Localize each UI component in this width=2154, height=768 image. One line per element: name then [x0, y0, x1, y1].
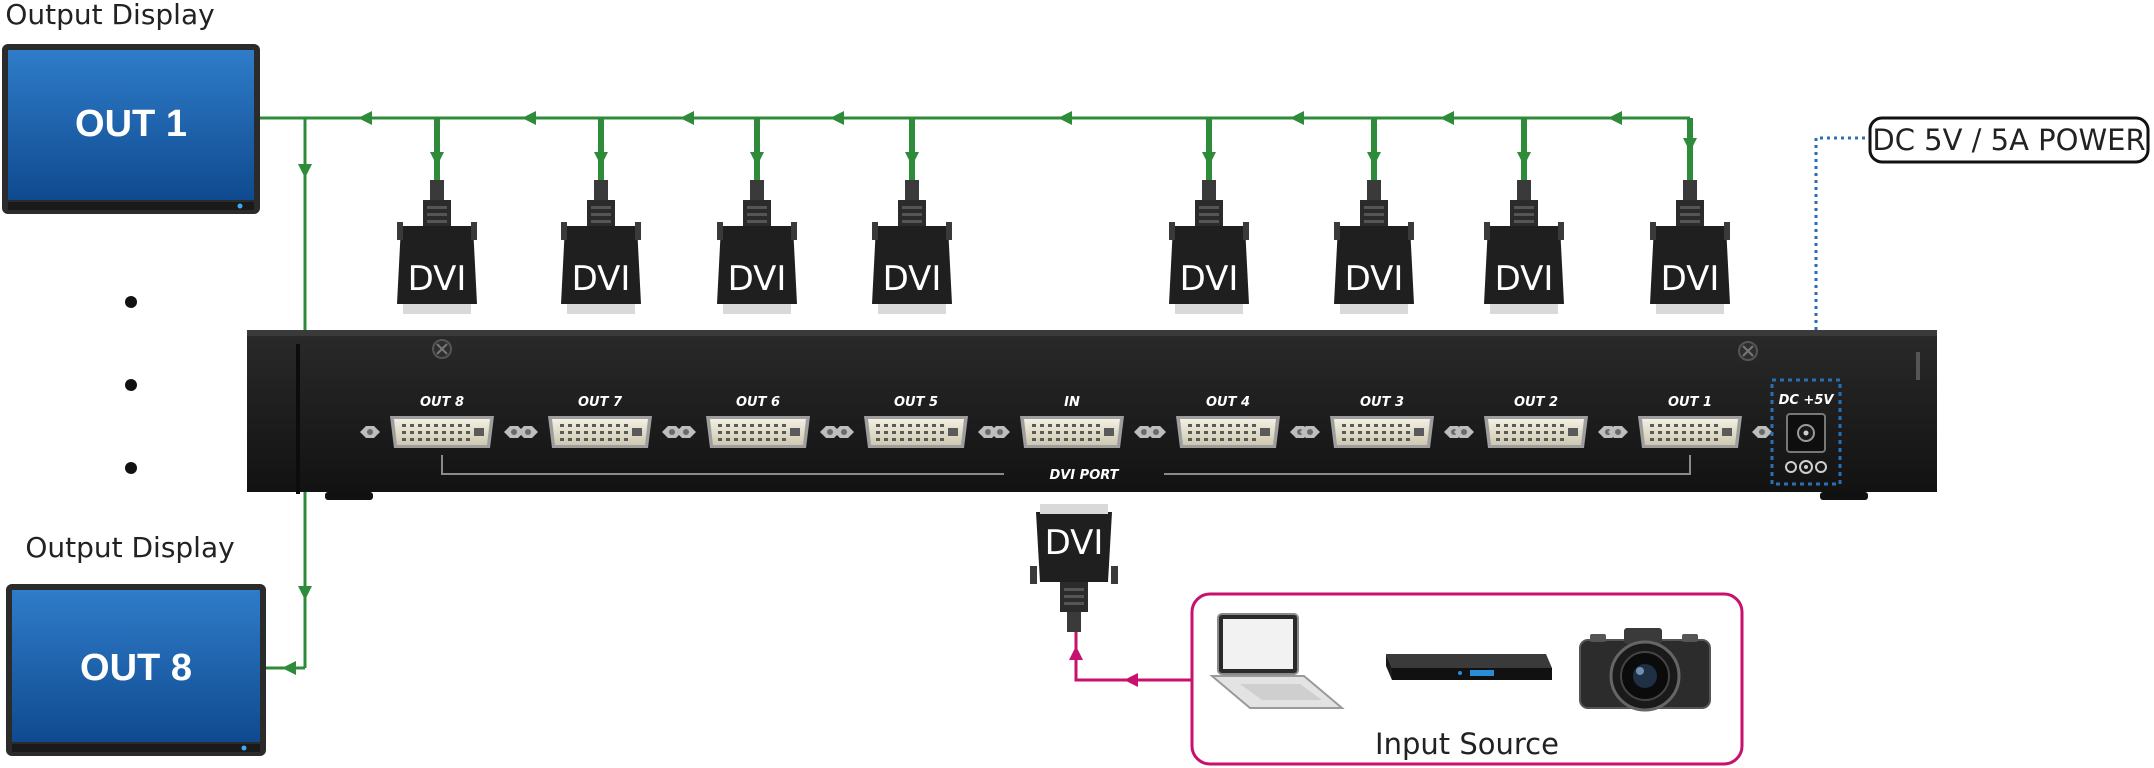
dvi-connector-out7: DVI: [561, 118, 641, 314]
output-display-top-caption: Output Display: [5, 0, 214, 31]
dvi-connector-label: DVI: [1345, 259, 1404, 299]
power-label: DC 5V / 5A POWER: [1872, 123, 2145, 157]
output-display-bottom: Output Display OUT 8: [6, 531, 266, 756]
dvi-port-group-label: DVI PORT: [1049, 468, 1119, 483]
port-label-out5: OUT 5: [894, 395, 938, 410]
port-label-out4: OUT 4: [1206, 395, 1250, 410]
dc-jack-label: DC +5V: [1779, 393, 1835, 408]
port-label-out3: OUT 3: [1360, 395, 1404, 410]
input-source-box: Input Source: [1190, 592, 1744, 766]
output-display-bottom-caption: Output Display: [25, 531, 234, 564]
output-display-top: Output Display OUT 1: [2, 0, 260, 214]
input-source-label: Input Source: [1375, 727, 1559, 761]
dvi-connector-out4: DVI: [1169, 118, 1249, 314]
dvi-connector-label: DVI: [728, 259, 787, 299]
dvi-connector-label: DVI: [1180, 259, 1239, 299]
port-label-out2: OUT 2: [1514, 395, 1558, 410]
dvi-connector-label: DVI: [408, 259, 467, 299]
dvi-connector-label: DVI: [1661, 259, 1720, 299]
media-player-icon: [1386, 654, 1552, 680]
camera-icon: [1579, 628, 1711, 712]
out8-screen-text: OUT 8: [80, 647, 192, 689]
dvi-connector-out8: DVI: [397, 118, 477, 314]
input-dvi-label: DVI: [1045, 523, 1104, 563]
dvi-connector-out3: DVI: [1334, 118, 1414, 314]
dvi-connector-label: DVI: [883, 259, 942, 299]
dvi-splitter-device: DVI PORT OUT 8 OUT 7 OUT 6 OUT 5 IN OUT …: [247, 330, 1937, 500]
dvi-connector-out1: DVI: [1650, 118, 1730, 314]
more-displays-ellipsis: [125, 296, 137, 474]
dvi-connector-out2: DVI: [1484, 118, 1564, 314]
dvi-connector-label: DVI: [572, 259, 631, 299]
dvi-connector-out5: DVI: [872, 118, 952, 314]
power-callout: DC 5V / 5A POWER: [1814, 116, 2150, 358]
dvi-connector-label: DVI: [1495, 259, 1554, 299]
port-label-out7: OUT 7: [578, 395, 623, 410]
laptop-icon: [1209, 613, 1345, 709]
output-dvi-connectors: DVI DVI DVI DVI DVI DVI DVI DVI: [397, 118, 1730, 314]
dvi-connector-out6: DVI: [717, 118, 797, 314]
port-label-out6: OUT 6: [736, 395, 780, 410]
input-signal-line: [1069, 632, 1192, 687]
dc-power-jack: DC +5V: [1770, 378, 1842, 486]
port-label-out1: OUT 1: [1668, 395, 1712, 410]
port-label-in: IN: [1064, 395, 1080, 410]
out1-screen-text: OUT 1: [75, 103, 187, 145]
input-dvi-connector: DVI: [1030, 504, 1118, 632]
port-label-out8: OUT 8: [420, 395, 464, 410]
